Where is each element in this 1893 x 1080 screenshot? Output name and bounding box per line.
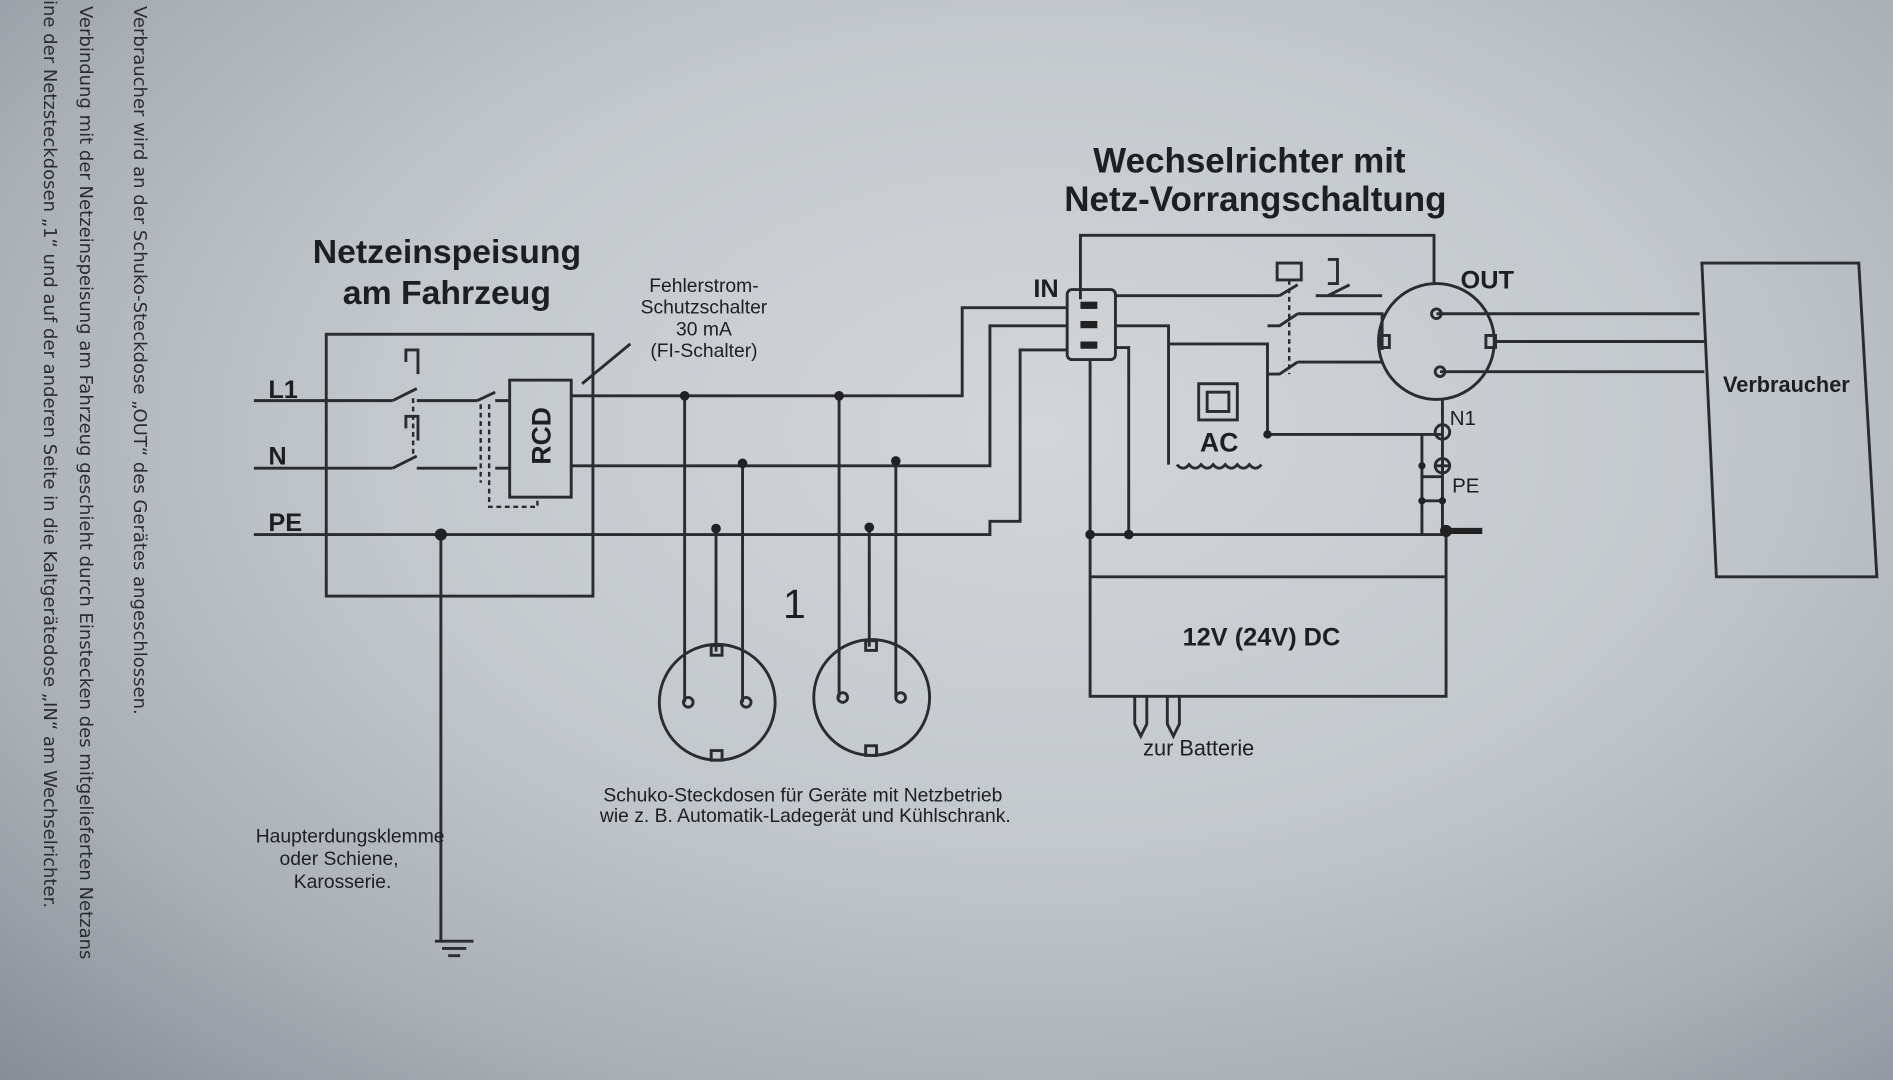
vehicle-feed-section: Netzeinspeisung am Fahrzeug L1 N PE RCD … xyxy=(253,233,1069,958)
inverter-title: Wechselrichter mit xyxy=(1093,142,1406,181)
rcd-label: RCD xyxy=(527,407,557,464)
socket-number: 1 xyxy=(783,581,806,627)
rcd-description: Fehlerstrom- xyxy=(649,276,758,297)
label-pe: PE xyxy=(268,509,302,537)
rcd-description: Schutzschalter xyxy=(641,298,768,319)
ground-label: Haupterdungsklemme xyxy=(256,826,445,847)
pe-label: PE xyxy=(1452,474,1479,497)
rcd-description: 30 mA xyxy=(676,319,732,340)
ground-label: oder Schiene, xyxy=(280,849,399,870)
rcd-box xyxy=(508,378,573,499)
ground-label: Karosserie. xyxy=(294,872,392,893)
consumer-box xyxy=(1700,261,1879,579)
vehicle-feed-title: am Fahrzeug xyxy=(343,274,551,312)
n1-label: N1 xyxy=(1450,407,1476,430)
label-n: N xyxy=(268,443,286,471)
inverter-section: Wechselrichter mit Netz-Vorrangschaltung… xyxy=(1033,142,1705,760)
socket-2 xyxy=(812,638,932,757)
rcd-description: (FI-Schalter) xyxy=(650,341,757,362)
socket-caption: wie z. B. Automatik-Ladegerät und Kühlsc… xyxy=(599,806,1011,827)
socket-caption: Schuko-Steckdosen für Geräte mit Netzbet… xyxy=(603,785,1002,806)
socket-1 xyxy=(657,642,777,762)
dc-label: 12V (24V) DC xyxy=(1183,624,1341,652)
out-socket xyxy=(1377,282,1496,401)
consumer-label: Verbraucher xyxy=(1723,372,1850,397)
schuko-sockets: 1 Schuko-Steckdosen für Geräte mit Netzb… xyxy=(599,390,1011,827)
ac-icon xyxy=(1197,382,1239,422)
ac-label: AC xyxy=(1200,427,1238,457)
in-label: IN xyxy=(1033,275,1058,303)
consumer-section: Verbraucher xyxy=(1700,261,1879,579)
inverter-title: Netz-Vorrangschaltung xyxy=(1064,180,1446,219)
relay-coil xyxy=(1275,261,1303,282)
out-label: OUT xyxy=(1461,266,1515,294)
feed-box xyxy=(324,332,595,598)
vehicle-feed-title: Netzeinspeisung xyxy=(313,233,581,271)
battery-label: zur Batterie xyxy=(1143,735,1254,760)
